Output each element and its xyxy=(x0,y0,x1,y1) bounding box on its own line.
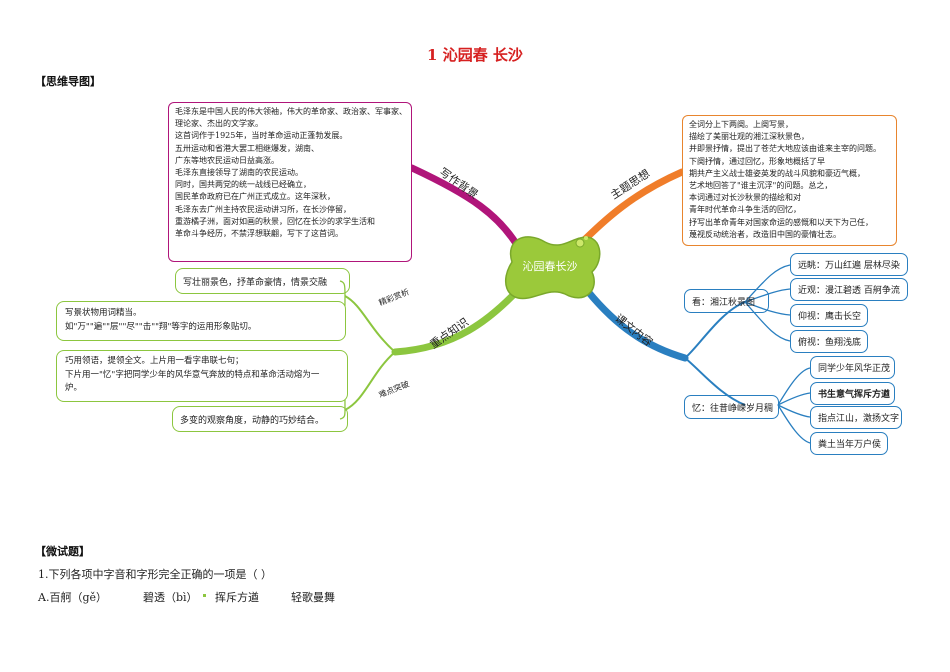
content-recall-item: 书生意气挥斥方遒 xyxy=(810,382,895,405)
theme-line: 抒写出革命青年对国家命运的感慨和以天下为己任， xyxy=(689,217,873,227)
knowledge-box-3: 巧用领语，提领全文。上片用一看字串联七句； 下片用一"忆"字把同学少年的风华意气… xyxy=(56,350,348,402)
background-line: 广东等地农民运动日益高涨。 xyxy=(175,155,279,165)
theme-box: 全词分上下两阕。上阕写景， 描绘了美丽壮观的湘江深秋景色， 并即景抒情，提出了苍… xyxy=(682,115,897,246)
theme-line: 艺术地回答了"谁主沉浮"的问题。总之， xyxy=(689,181,833,191)
option-a-word: 挥斥方遒 xyxy=(215,591,259,604)
content-recall-item: 同学少年风华正茂 xyxy=(810,356,895,379)
content-recall-item: 粪土当年万户侯 xyxy=(810,432,888,455)
knowledge-box-3-line: 下片用一"忆"字把同学少年的风华意气奔放的特点和革命活动熔为一 xyxy=(65,369,320,380)
option-a-word: 轻歌曼舞 xyxy=(291,591,335,604)
center-topic: 沁园春长沙 xyxy=(522,260,578,273)
background-line: 理论家、杰出的文学家。 xyxy=(175,119,263,129)
theme-line: 并即景抒情，提出了苍茫大地应该由谁来主宰的问题。 xyxy=(689,144,881,154)
knowledge-box-1: 写壮丽景色，抒革命豪情，情景交融 xyxy=(175,268,350,294)
background-line: 这首词作于1925年，当时革命运动正蓬勃发展。 xyxy=(175,131,348,141)
background-line: 毛泽东去广州主持农民运动讲习所，在长沙停留， xyxy=(175,204,351,214)
background-line: 同时，国共两党的统一战线已经确立， xyxy=(175,180,311,190)
knowledge-box-3-line: 炉。 xyxy=(65,383,83,393)
background-line: 国民革命政府已在广州正式成立。这年深秋， xyxy=(175,192,335,202)
exercise-question: 1.下列各项中字音和字形完全正确的一项是（ ） xyxy=(38,568,272,581)
section-exercise-header: 【微试题】 xyxy=(35,545,90,558)
theme-line: 描绘了美丽壮观的湘江深秋景色， xyxy=(689,132,809,142)
section-mindmap-header: 【思维导图】 xyxy=(35,75,101,88)
content-look-item: 近观：漫江碧透 百舸争流 xyxy=(790,278,908,301)
knowledge-box-3-line: 巧用领语，提领全文。上片用一看字串联七句； xyxy=(65,356,244,366)
background-line: 毛泽东直接领导了湖南的农民运动。 xyxy=(175,168,303,178)
theme-line: 期共产主义战士雄姿英发的战斗风貌和豪迈气概， xyxy=(689,168,865,178)
background-line: 革命斗争经历，不禁浮想联翩，写下了这首词。 xyxy=(175,229,343,239)
option-a-label: A.百舸（gě） xyxy=(38,591,107,604)
theme-line: 本词通过对长沙秋景的描绘和对 xyxy=(689,193,801,203)
content-recall-item: 指点江山，激扬文字 xyxy=(810,406,902,429)
theme-line: 下阕抒情，通过回忆，形象地概括了早 xyxy=(689,156,825,166)
option-a-word: 碧透（bì） xyxy=(143,591,198,604)
page-title: 1 沁园春 长沙 xyxy=(427,46,523,64)
theme-line: 青年时代革命斗争生活的回忆， xyxy=(689,205,801,215)
content-look: 看：湘江秋景图 xyxy=(684,289,769,313)
background-line: 毛泽东是中国人民的伟大领袖，伟大的革命家、政治家、军事家、 xyxy=(175,107,407,116)
knowledge-box-2-line: 写景状物用词精当。 xyxy=(65,308,142,318)
knowledge-box-4: 多变的观察角度，动静的巧妙结合。 xyxy=(172,406,348,432)
background-box: 毛泽东是中国人民的伟大领袖，伟大的革命家、政治家、军事家、 理论家、杰出的文学家… xyxy=(168,102,412,262)
knowledge-box-2-line: 如"万""遍""层""尽""击""翔"等字的运用形象贴切。 xyxy=(65,322,257,332)
knowledge-box-2: 写景状物用词精当。 如"万""遍""层""尽""击""翔"等字的运用形象贴切。 xyxy=(56,301,346,341)
content-look-item: 远眺：万山红遍 层林尽染 xyxy=(790,253,908,276)
background-line: 重游橘子洲，面对如画的秋景，回忆在长沙的求学生活和 xyxy=(175,216,375,226)
theme-line: 全词分上下两阕。上阕写景， xyxy=(689,120,793,129)
dot-marker xyxy=(203,594,206,597)
theme-line: 蔑视反动统治者，改造旧中国的豪情壮志。 xyxy=(689,229,841,239)
content-look-item: 仰视：鹰击长空 xyxy=(790,304,868,327)
content-look-item: 俯视：鱼翔浅底 xyxy=(790,330,868,353)
background-line: 五卅运动和省港大罢工相继爆发，湖南、 xyxy=(175,143,319,153)
content-recall: 忆：往昔峥嵘岁月稠 xyxy=(684,395,779,419)
